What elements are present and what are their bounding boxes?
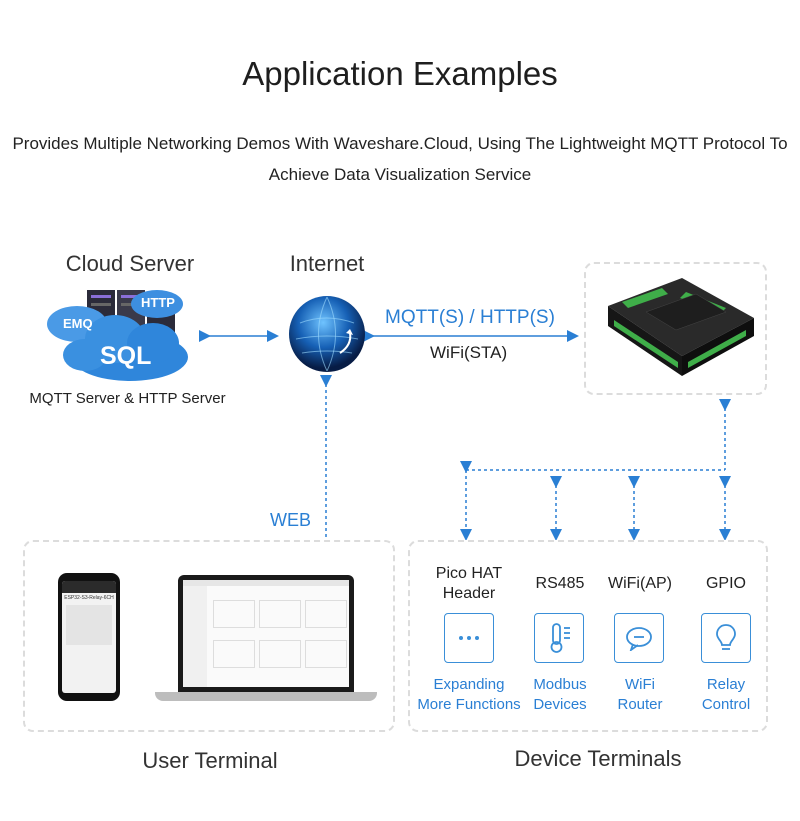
- web-label: WEB: [270, 510, 312, 530]
- device-item-wifi-ap: WiFi(AP): [598, 574, 682, 594]
- laptop-screen: [183, 580, 349, 687]
- phone-controls: [66, 605, 112, 645]
- globe-icon: [289, 296, 365, 372]
- device-item-pico-hat: Pico HAT Header: [418, 564, 520, 604]
- device-item-name: Pico HAT: [435, 565, 503, 582]
- laptop-card: [213, 640, 255, 668]
- device-desc-line: Devices: [533, 696, 587, 713]
- laptop-image: [178, 575, 354, 692]
- relay-device-image: [608, 278, 754, 376]
- laptop-base: [155, 692, 377, 701]
- device-item-desc: Expanding More Functions: [410, 675, 528, 715]
- device-terminals-box: Pico HAT Header Expanding More Functions…: [408, 540, 768, 732]
- http-tag: HTTP: [141, 295, 175, 310]
- internet-globe: [286, 293, 368, 375]
- cloud-server-title: Cloud Server: [65, 251, 195, 276]
- laptop-card: [213, 600, 255, 628]
- laptop-card: [259, 600, 301, 628]
- device-item-gpio: GPIO: [686, 574, 766, 594]
- device-item-desc: Modbus Devices: [516, 675, 604, 715]
- laptop-card: [305, 640, 347, 668]
- device-terminals-title: Device Terminals: [514, 746, 682, 771]
- page-title: Application Examples: [242, 55, 558, 92]
- phone-screen: ESP32-S3-Relay-6CH: [62, 581, 116, 693]
- device-desc-line: Control: [701, 696, 751, 713]
- device-item-name: Header: [442, 585, 496, 602]
- cloud-server-caption: MQTT Server & HTTP Server: [29, 390, 226, 407]
- device-desc-line: WiFi: [625, 676, 655, 693]
- device-item-name: RS485: [535, 575, 585, 592]
- phone-image: ESP32-S3-Relay-6CH: [58, 573, 120, 701]
- cloud-server-illustration: HTTP EMQ SQL: [45, 287, 195, 382]
- internet-title: Internet: [289, 251, 365, 276]
- protocol-label: MQTT(S) / HTTP(S): [385, 307, 555, 328]
- user-terminal-title: User Terminal: [142, 748, 278, 773]
- device-item-rs485: RS485: [518, 574, 602, 594]
- cloud-icon: [47, 290, 188, 381]
- laptop-sidebar: [183, 586, 207, 687]
- device-desc-line: Modbus: [533, 676, 587, 693]
- device-desc-line: More Functions: [417, 696, 521, 713]
- device-item-desc: Relay Control: [684, 675, 768, 715]
- user-terminal-box: ESP32-S3-Relay-6CH: [23, 540, 395, 732]
- device-desc-line: Router: [617, 696, 663, 713]
- chat-icon: [614, 613, 664, 663]
- phone-header: ESP32-S3-Relay-6CH: [64, 595, 114, 601]
- relay-device-box: [584, 262, 767, 395]
- laptop-card: [259, 640, 301, 668]
- device-item-desc: WiFi Router: [596, 675, 684, 715]
- emq-tag: EMQ: [63, 316, 93, 331]
- device-item-name: GPIO: [705, 575, 746, 592]
- ellipsis-icon: [444, 613, 494, 663]
- thermometer-icon: [534, 613, 584, 663]
- device-desc-line: Relay: [706, 676, 746, 693]
- wifi-sta-label: WiFi(STA): [430, 343, 508, 362]
- laptop-card: [305, 600, 347, 628]
- lightbulb-icon: [701, 613, 751, 663]
- page-subtitle: Provides Multiple Networking Demos With …: [0, 128, 800, 190]
- device-desc-line: Expanding: [433, 676, 505, 693]
- sql-tag: SQL: [100, 342, 152, 370]
- subtitle-line-1: Provides Multiple Networking Demos With …: [12, 134, 788, 153]
- device-item-name: WiFi(AP): [608, 575, 672, 592]
- subtitle-line-2: Achieve Data Visualization Service: [268, 165, 532, 184]
